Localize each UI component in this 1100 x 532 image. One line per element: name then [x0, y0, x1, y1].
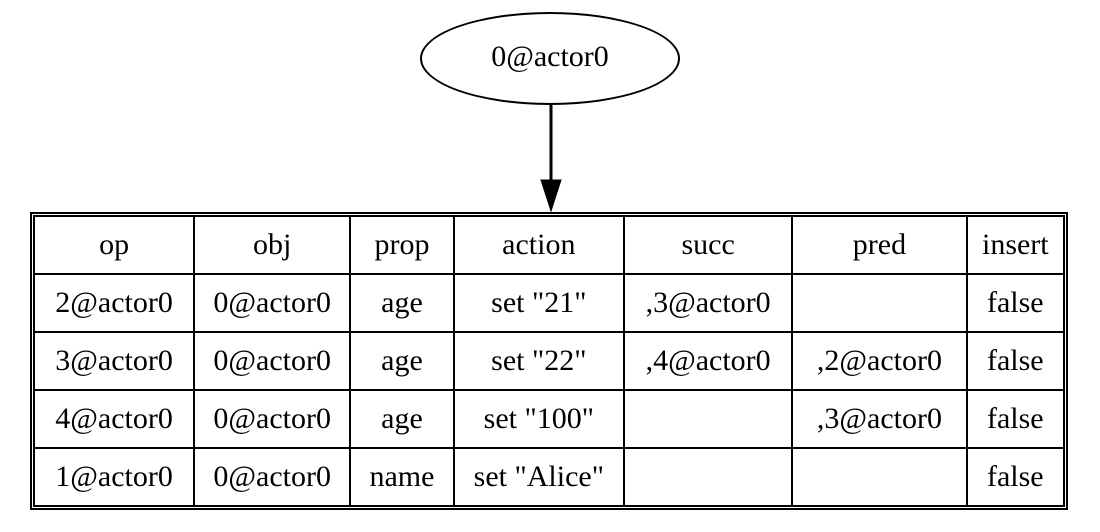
cell-op: 3@actor0 — [32, 331, 196, 391]
column-header-insert: insert — [965, 215, 1066, 275]
cell-insert: false — [965, 389, 1066, 449]
cell-prop: age — [349, 273, 455, 333]
cell-pred: ,2@actor0 — [791, 331, 968, 391]
column-header-op: op — [32, 215, 196, 275]
cell-obj: 0@actor0 — [193, 389, 352, 449]
column-header-obj: obj — [193, 215, 352, 275]
column-header-action: action — [452, 215, 625, 275]
table-row: 2@actor0 0@actor0 age set "21" ,3@actor0… — [32, 273, 1066, 333]
cell-action: set "Alice" — [452, 447, 625, 507]
table-row: 4@actor0 0@actor0 age set "100" ,3@actor… — [32, 389, 1066, 449]
cell-succ — [622, 389, 794, 449]
cell-succ: ,4@actor0 — [622, 331, 794, 391]
cell-insert: false — [965, 331, 1066, 391]
table-row: 3@actor0 0@actor0 age set "22" ,4@actor0… — [32, 331, 1066, 391]
cell-prop: age — [349, 389, 455, 449]
cell-action: set "21" — [452, 273, 625, 333]
operations-table-frame: op obj prop action succ pred insert 2@ac… — [30, 212, 1068, 510]
cell-succ — [622, 447, 794, 507]
column-header-pred: pred — [791, 215, 968, 275]
header-row: op obj prop action succ pred insert — [32, 215, 1066, 275]
cell-insert: false — [965, 273, 1066, 333]
cell-obj: 0@actor0 — [193, 447, 352, 507]
cell-op: 4@actor0 — [32, 389, 196, 449]
cell-pred: ,3@actor0 — [791, 389, 968, 449]
cell-op: 2@actor0 — [32, 273, 196, 333]
cell-prop: age — [349, 331, 455, 391]
cell-op: 1@actor0 — [32, 447, 196, 507]
graph-node-ellipse: 0@actor0 — [420, 12, 680, 105]
node-label: 0@actor0 — [491, 39, 609, 73]
column-header-succ: succ — [622, 215, 794, 275]
cell-pred — [791, 273, 968, 333]
cell-action: set "22" — [452, 331, 625, 391]
cell-obj: 0@actor0 — [193, 331, 352, 391]
cell-prop: name — [349, 447, 455, 507]
cell-succ: ,3@actor0 — [622, 273, 794, 333]
column-header-prop: prop — [349, 215, 455, 275]
cell-action: set "100" — [452, 389, 625, 449]
cell-insert: false — [965, 447, 1066, 507]
table-row: 1@actor0 0@actor0 name set "Alice" false — [32, 447, 1066, 507]
cell-pred — [791, 447, 968, 507]
operations-table: op obj prop action succ pred insert 2@ac… — [32, 215, 1066, 507]
cell-obj: 0@actor0 — [193, 273, 352, 333]
edge-arrow-icon — [540, 104, 562, 212]
